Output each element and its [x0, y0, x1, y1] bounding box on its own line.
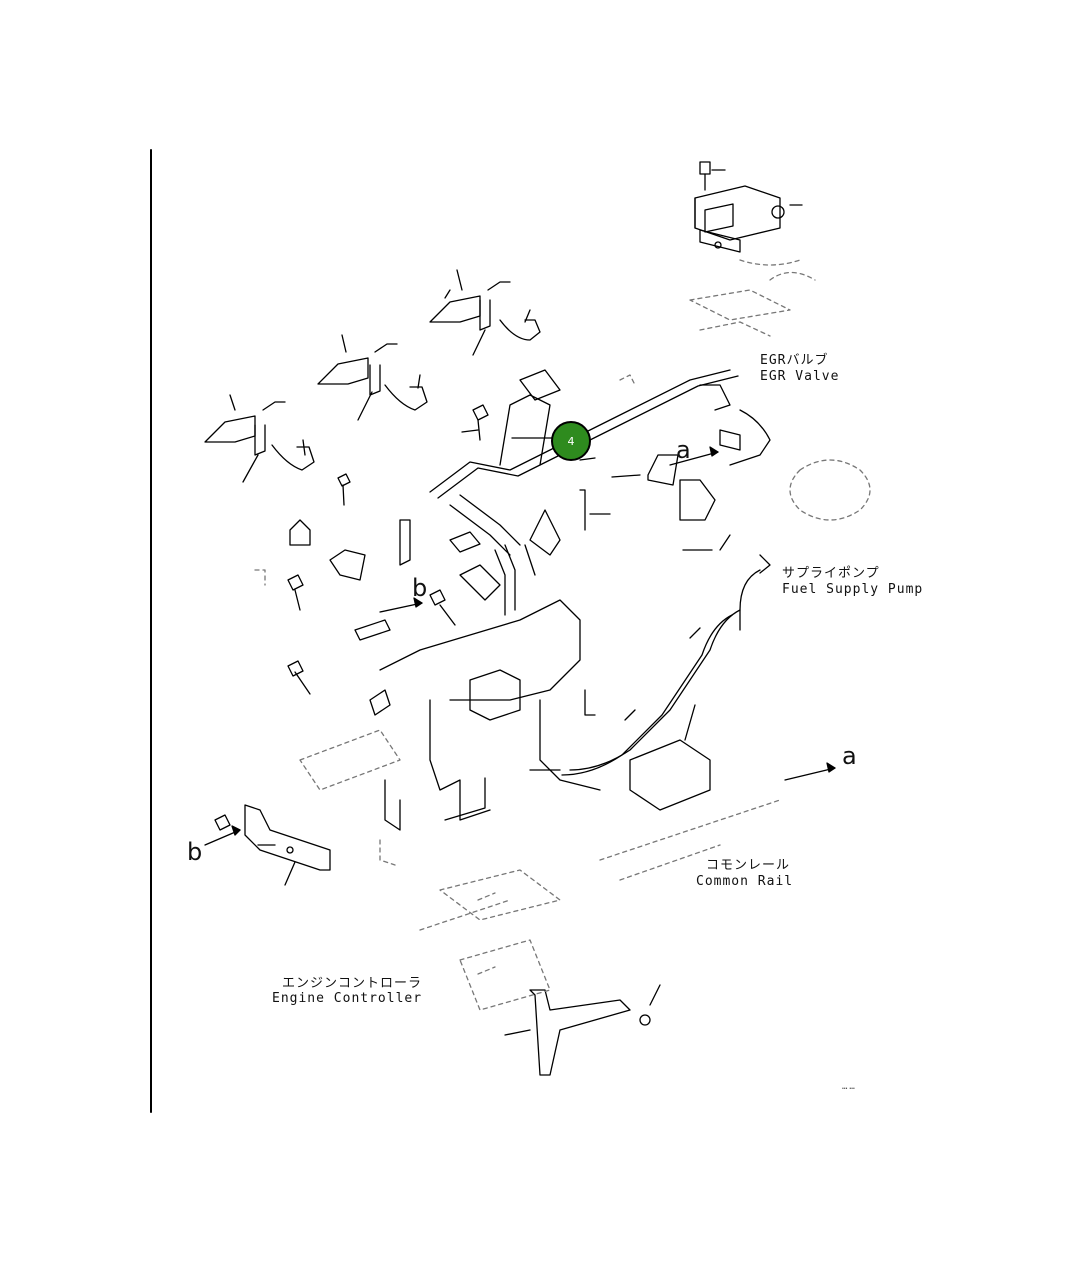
egr-label-en: EGR Valve: [760, 369, 840, 384]
pump-label-jp: サプライポンプ: [782, 566, 880, 581]
injector-assembly-3: [204, 394, 315, 483]
egr-label-jp: EGRバルブ: [760, 353, 829, 368]
egr-ghost: [619, 259, 816, 386]
injector-assembly-2: [317, 334, 428, 421]
part-callout-4[interactable]: 4: [551, 421, 591, 461]
ecu-label-en: Engine Controller: [272, 991, 423, 1006]
rail-label-jp: コモンレール: [706, 858, 791, 873]
ecu-label-jp: エンジンコントローラ: [282, 976, 423, 991]
callout-number: 4: [567, 434, 575, 448]
brackets: [287, 404, 711, 811]
arrow-label-a-upper: a: [676, 436, 691, 464]
pump-label-en: Fuel Supply Pump: [782, 582, 924, 597]
arrow-label-b-middle: b: [412, 574, 428, 602]
rail-harness: [369, 599, 601, 831]
bracket-b: [214, 804, 331, 886]
ecu-bracket: [504, 984, 661, 1076]
figure-code: ……: [842, 1082, 857, 1092]
main-harness: [429, 369, 771, 616]
ghost-outlines: [254, 459, 871, 1011]
injector-assembly-1: [429, 269, 541, 356]
pump-harness: [561, 534, 771, 776]
rail-label-en: Common Rail: [696, 874, 794, 889]
egr-valve: [694, 161, 803, 253]
leader-lines: [511, 437, 596, 576]
arrow-label-b-lower: b: [187, 838, 203, 866]
direction-arrows: [204, 446, 836, 846]
arrow-label-a-lower: a: [842, 742, 857, 770]
